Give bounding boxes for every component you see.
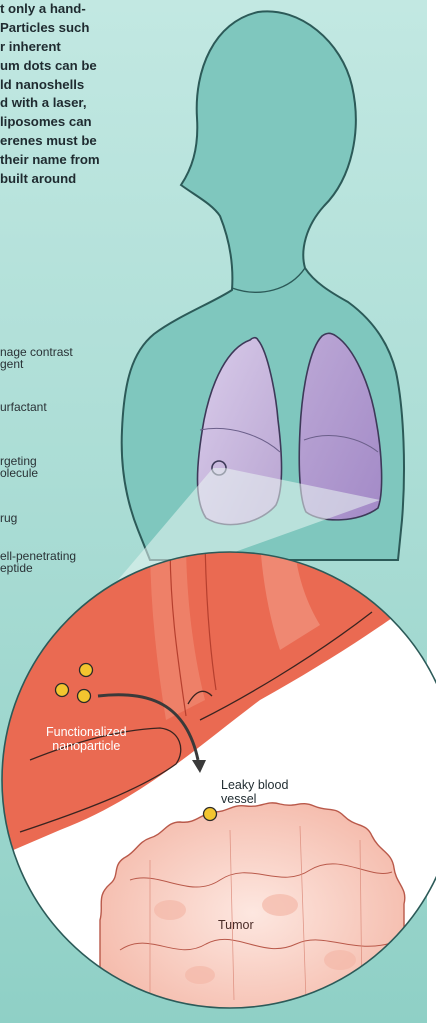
label-functionalized-nanoparticle: Functionalized nanoparticle [46, 725, 127, 753]
nanoparticle [78, 690, 91, 703]
intro-line: d with a laser, [0, 94, 150, 113]
nanoparticle [80, 664, 93, 677]
legend-drug: rug [0, 512, 17, 524]
intro-line: their name from [0, 151, 150, 170]
intro-line: ld nanoshells [0, 76, 150, 95]
nanoparticle [56, 684, 69, 697]
intro-paragraph: t only a hand- Particles such r inherent… [0, 0, 150, 189]
intro-line: erenes must be [0, 132, 150, 151]
intro-line: built around [0, 170, 150, 189]
label-tumor: Tumor [218, 918, 254, 932]
intro-line: Particles such [0, 19, 150, 38]
intro-line: liposomes can [0, 113, 150, 132]
label-leaky-vessel: Leaky blood vessel [221, 778, 288, 806]
legend-cell-penetrating-peptide: ell-penetrating eptide [0, 550, 76, 574]
intro-line: r inherent [0, 38, 150, 57]
legend-targeting-molecule: rgeting olecule [0, 455, 38, 479]
legend-surfactant: urfactant [0, 401, 47, 413]
intro-line: t only a hand- [0, 0, 150, 19]
intro-line: um dots can be [0, 57, 150, 76]
legend-imaging-agent: nage contrast gent [0, 346, 73, 370]
nanoparticle [204, 808, 217, 821]
